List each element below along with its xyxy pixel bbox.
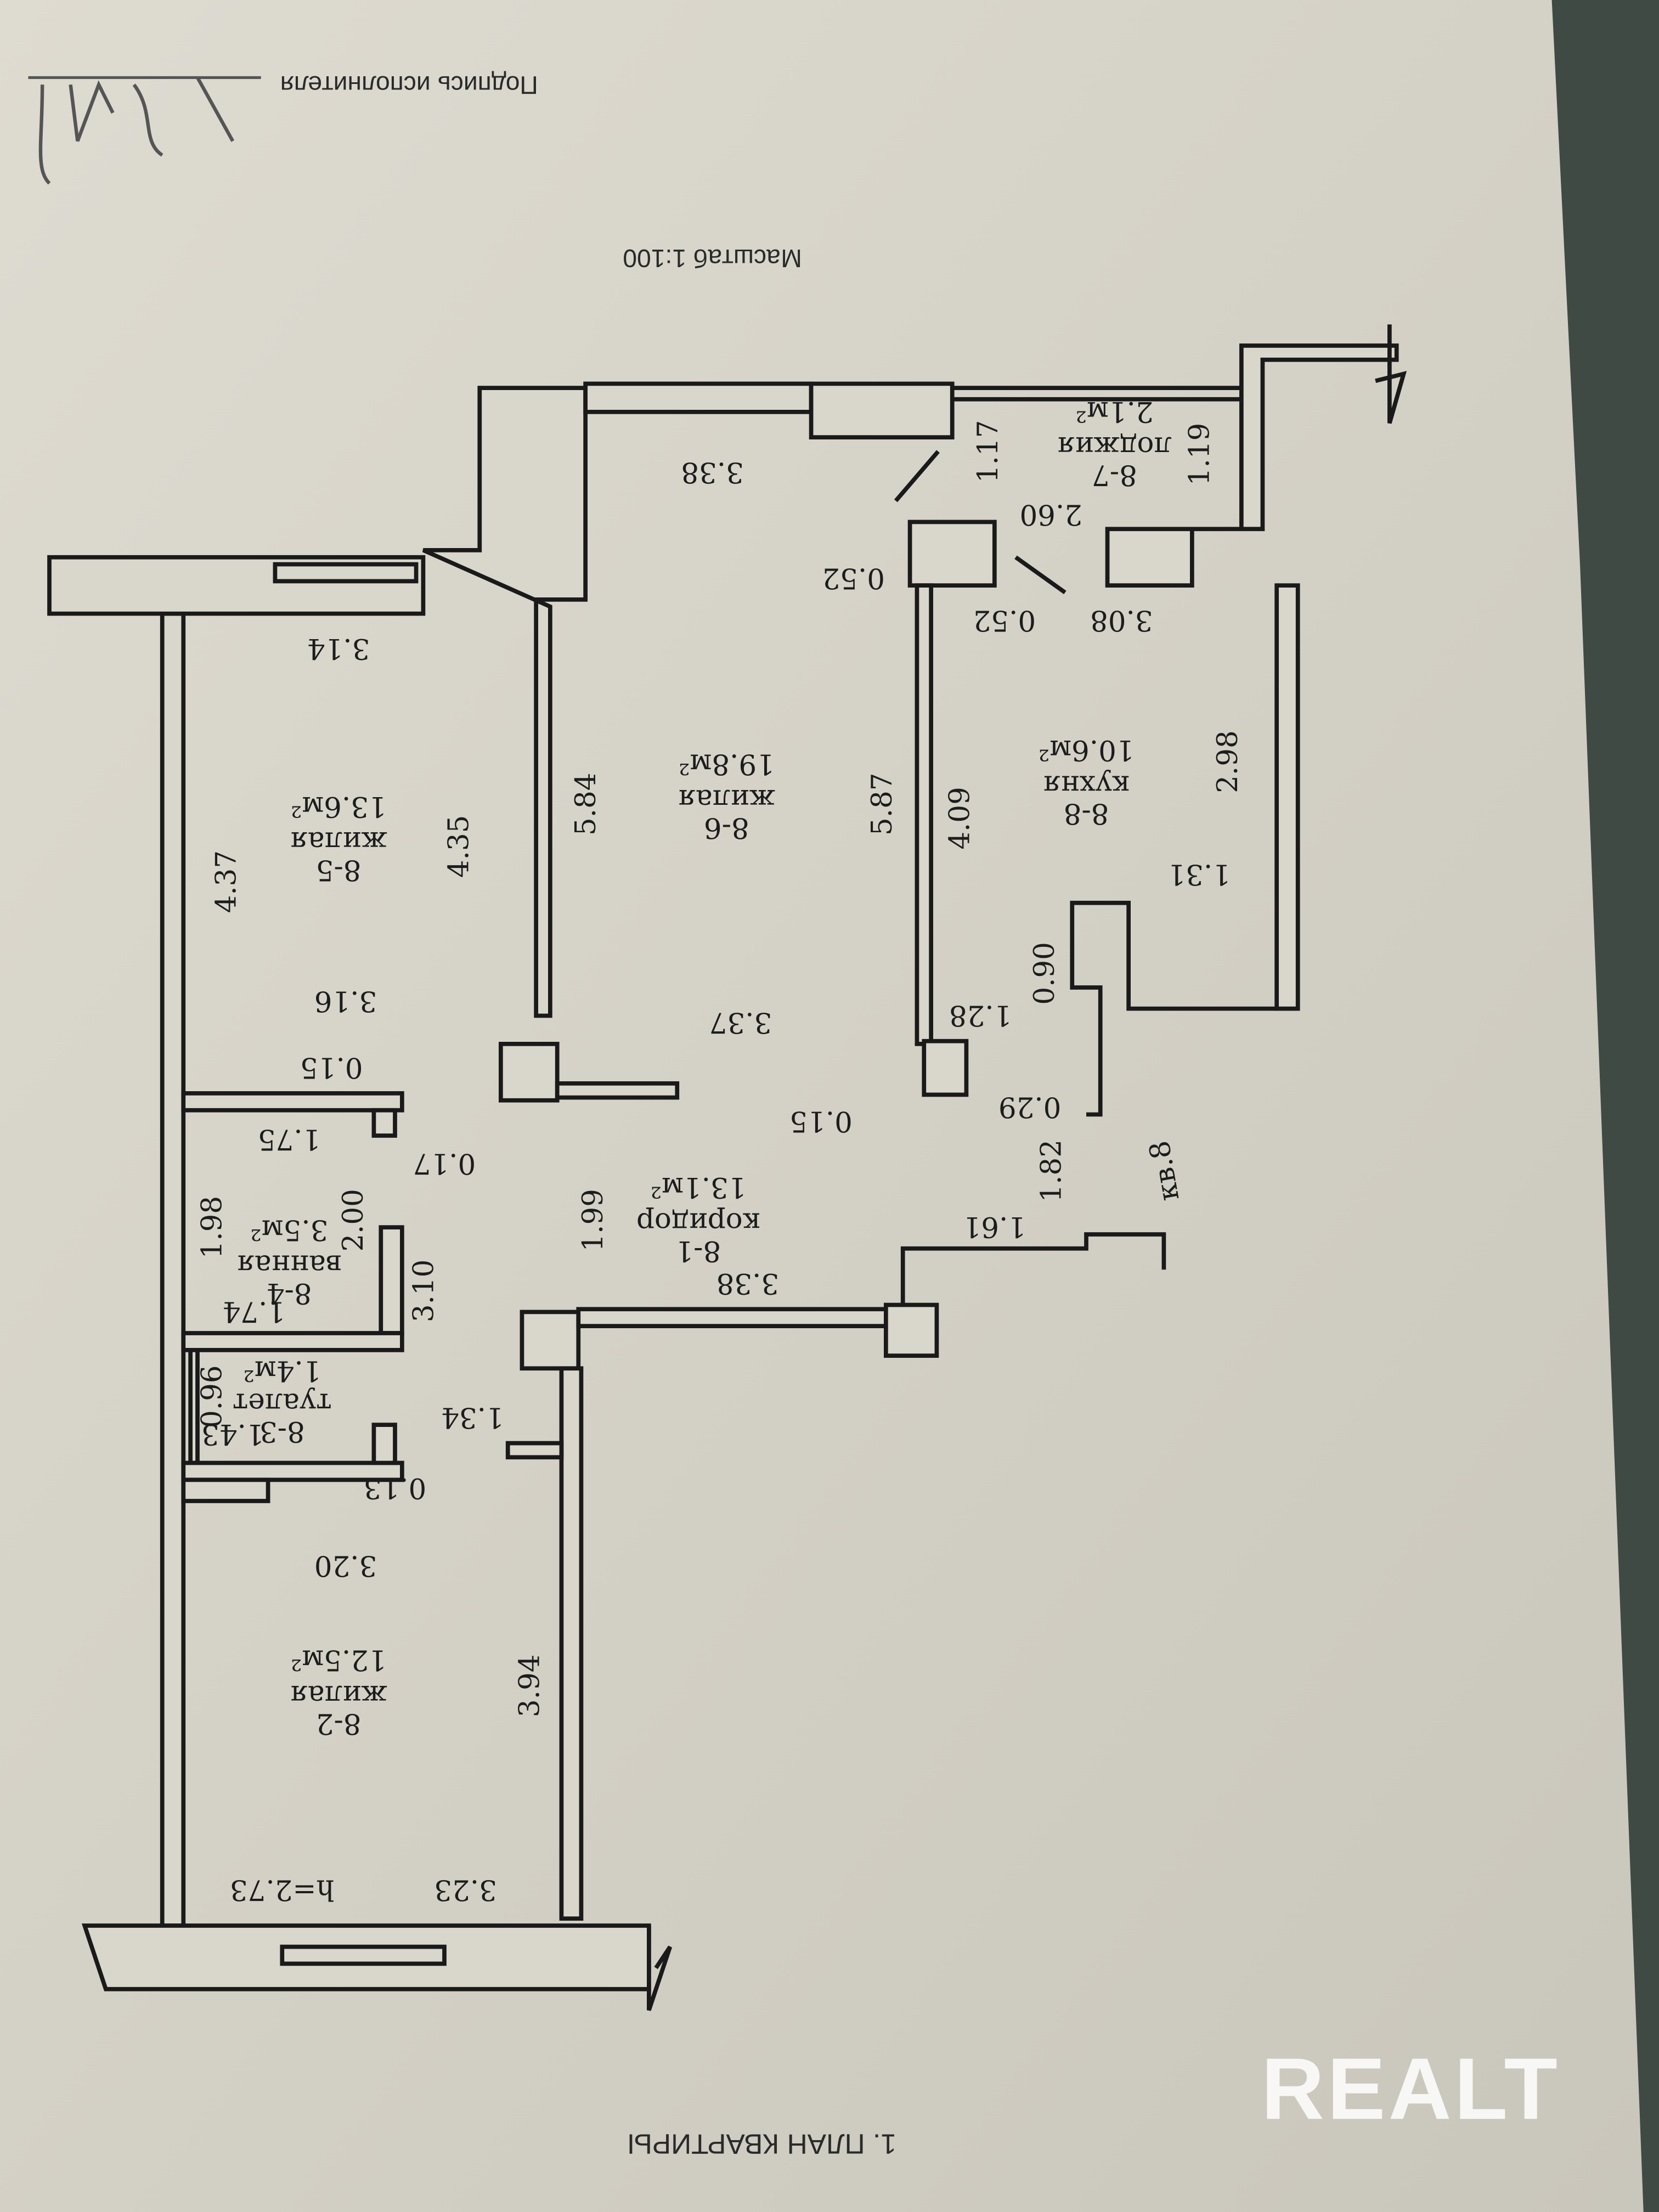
dimension-label: 0.17 <box>413 1147 476 1180</box>
dimension-label: 0.15 <box>300 1051 363 1084</box>
dimension-label: 1.74 <box>223 1295 285 1328</box>
dimension-label: 1.82 <box>1035 1139 1068 1202</box>
room-8-2-area: 12.5м² <box>291 1644 387 1677</box>
walls <box>47 324 1407 2011</box>
dimension-label: 3.20 <box>314 1549 377 1582</box>
dimension-label: 0.52 <box>973 603 1036 636</box>
dimension-label: 4.35 <box>443 815 476 878</box>
handwritten-signature <box>38 76 235 185</box>
dimension-label: 3.14 <box>307 632 370 665</box>
dimension-label: 1.31 <box>1167 857 1230 890</box>
room-8-3-area: 1.4м² <box>243 1354 321 1387</box>
room-8-5-area: 13.6м² <box>291 790 387 823</box>
dimension-label: 1.28 <box>949 998 1012 1031</box>
ceiling-height: h=2.73 <box>230 1874 335 1906</box>
dimension-label: 0.52 <box>822 561 884 594</box>
room-8-2-id: 8-2 <box>316 1707 362 1740</box>
dimension-label: 2.98 <box>1211 730 1244 793</box>
room-8-8-type: кухня <box>1043 769 1130 802</box>
dimension-label: 0.15 <box>789 1104 852 1137</box>
room-8-8-id: 8-8 <box>1064 797 1109 830</box>
dimension-label: 2.60 <box>1019 498 1082 531</box>
dimension-label: 2.00 <box>337 1189 370 1251</box>
room-8-7-id: 8-7 <box>1092 459 1137 492</box>
dimension-label: 0.29 <box>998 1091 1061 1124</box>
signature-label: Подпись исполнителя <box>280 71 538 99</box>
room-8-5-id: 8-5 <box>316 854 362 887</box>
dimension-label: 4.37 <box>210 850 242 913</box>
dimension-label: 1.19 <box>1183 423 1216 486</box>
dimension-label: 1.99 <box>577 1189 610 1251</box>
room-8-4-id: 8-4 <box>267 1277 312 1310</box>
dimension-label: 3.37 <box>709 1006 772 1039</box>
room-8-4-type: ванная <box>237 1249 342 1282</box>
room-8-5-type: жилая <box>290 825 387 858</box>
dimension-label: 3.08 <box>1090 603 1153 636</box>
room-8-1-area: 13.1м² <box>650 1171 746 1204</box>
room-8-6-type: жилая <box>678 783 775 816</box>
dimension-label: 3.38 <box>681 455 743 488</box>
dimension-label: 0.13 <box>364 1471 426 1504</box>
room-8-3-type: туалет <box>233 1387 332 1420</box>
dimension-label: 1.98 <box>196 1196 229 1259</box>
room-8-6-area: 19.8м² <box>679 748 775 781</box>
dimension-labels: 1.19 1.17 2.60 3.08 0.52 0.52 3.38 3.14 2.98 4.09… <box>196 420 1244 1906</box>
dimension-label: 0.96 <box>196 1365 229 1427</box>
scale-label: Масштаб 1:100 <box>623 244 802 273</box>
room-8-2-type: жилая <box>290 1679 387 1712</box>
room-8-1-id: 8-1 <box>675 1234 721 1267</box>
room-8-4-area: 3.5м² <box>250 1213 328 1246</box>
dimension-label: 3.38 <box>716 1267 779 1300</box>
dimension-label: 5.84 <box>569 772 602 835</box>
room-8-3-id: 8-3 <box>259 1415 305 1448</box>
room-8-8-area: 10.6м² <box>1038 733 1134 766</box>
dimension-label: 3.94 <box>513 1655 546 1717</box>
dimension-label: 1.61 <box>963 1210 1026 1243</box>
dimension-label: 1.34 <box>441 1401 504 1434</box>
dimension-label: 3.23 <box>434 1874 496 1906</box>
dimension-label: 0.90 <box>1028 942 1061 1005</box>
dimension-label: 1.17 <box>972 420 1005 483</box>
dimension-label: 1.43 <box>201 1418 264 1451</box>
room-8-7-area: 2.1м² <box>1075 395 1153 428</box>
dimension-label: 3.16 <box>314 985 377 1018</box>
plan-title: 1. ПЛАН КВАРТИРЫ <box>627 2129 896 2160</box>
dimension-label: 4.09 <box>944 787 977 849</box>
room-8-1-type: коридор <box>636 1206 760 1239</box>
room-8-7-type: лоджия <box>1057 430 1172 463</box>
dimension-label: 5.87 <box>866 772 899 835</box>
room-8-6-id: 8-6 <box>704 811 749 844</box>
dimension-label: 3.10 <box>407 1260 440 1322</box>
realt-watermark: REALT <box>1261 2040 1560 2137</box>
dimension-label: 1.75 <box>258 1123 320 1156</box>
